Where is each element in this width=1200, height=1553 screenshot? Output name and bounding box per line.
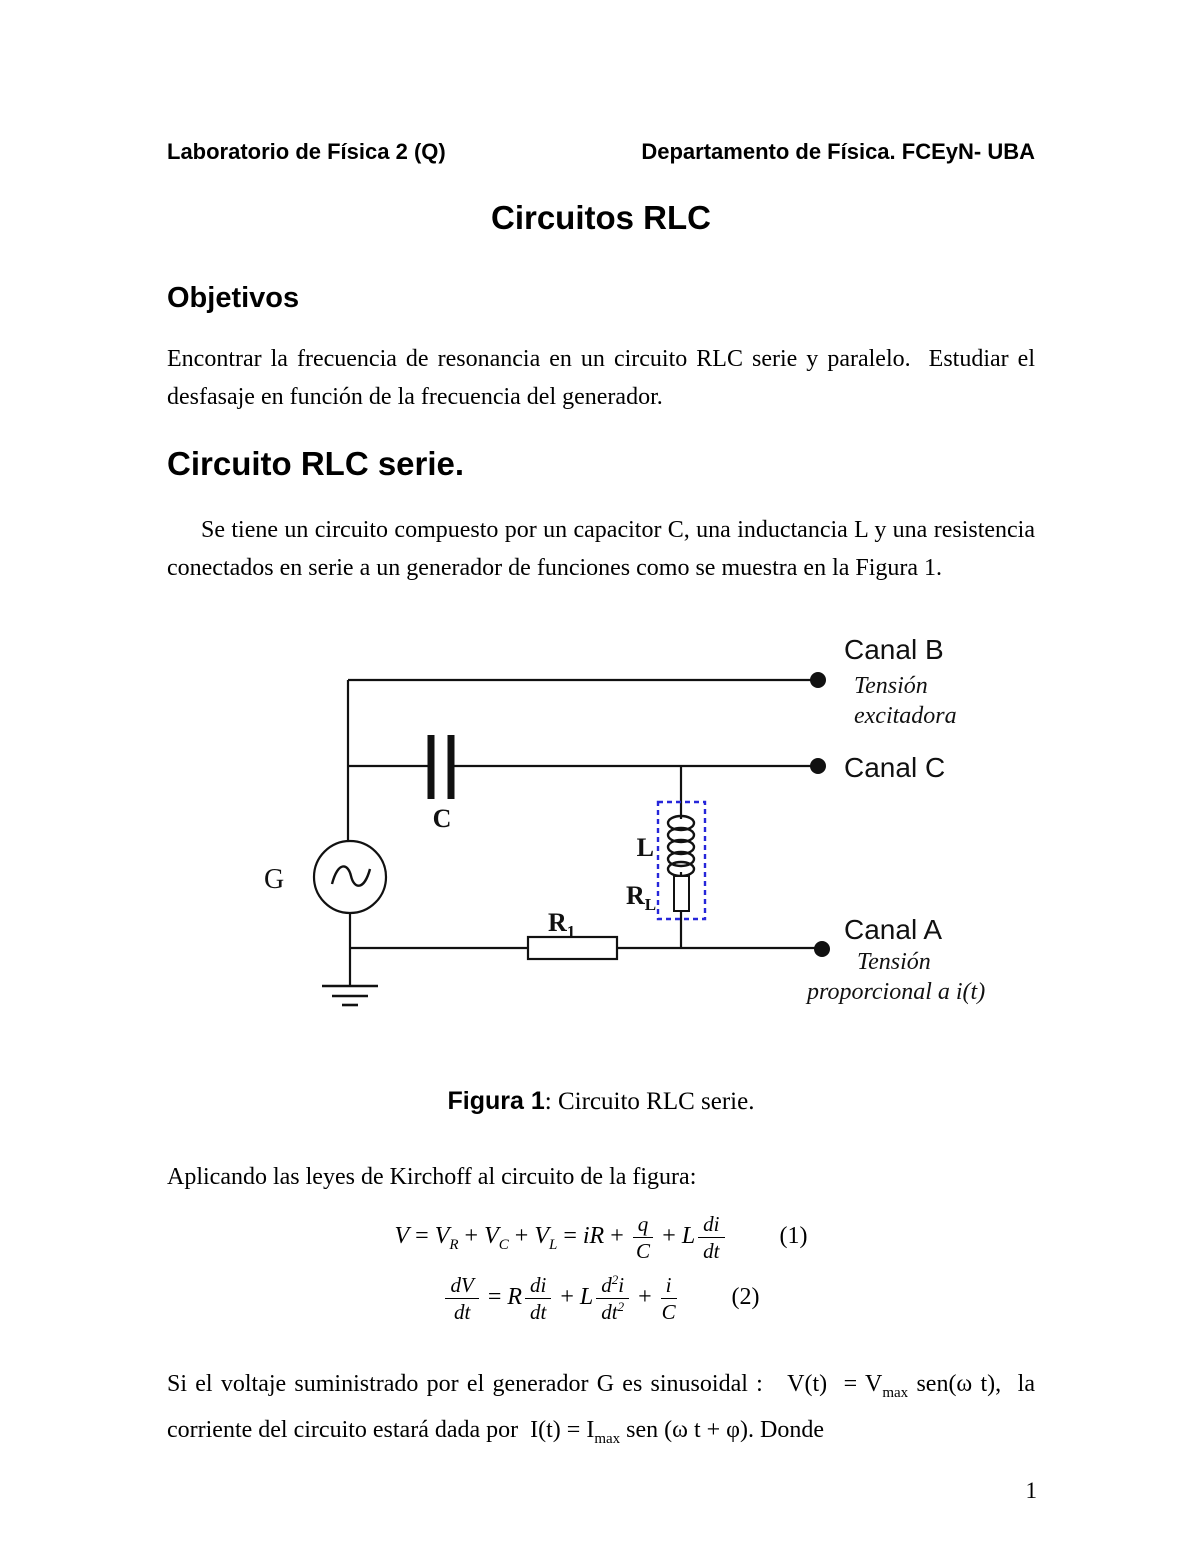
capacitor-icon (427, 735, 455, 799)
page-header: Laboratorio de Física 2 (Q) Departamento… (167, 138, 1035, 166)
figure-caption-text: : Circuito RLC serie. (544, 1088, 755, 1115)
generator-icon (312, 839, 388, 915)
section-heading-objetivos: Objetivos (167, 282, 300, 314)
closing-text-3: sen (ω t + φ). Donde (620, 1417, 824, 1444)
header-right: Departamento de Física. FCEyN- UBA (641, 139, 1035, 164)
ground-icon (322, 984, 378, 1007)
closing-text-1: Si el voltaje suministrado por el genera… (167, 1370, 883, 1397)
figure-1: Canal B Tensión excitadora Canal C Canal… (250, 623, 1000, 1033)
serie-paragraph: Se tiene un circuito compuesto por un ca… (167, 517, 1035, 581)
capacitor-label: C (433, 804, 452, 833)
figure-caption: Figura 1: Circuito RLC serie. (167, 1085, 1035, 1118)
inductor-label: L (637, 833, 654, 862)
r1-sub: 1 (567, 922, 576, 941)
resistor-r1-label: R1 (548, 908, 575, 941)
page-number: 1 (1025, 1478, 1038, 1503)
canal-a-desc-line2: proporcional a i(t) (805, 979, 985, 1005)
canal-c-label: Canal C (844, 752, 945, 783)
section-heading-circuito-rlc-serie: Circuito RLC serie. (167, 445, 465, 482)
r1-base: R (548, 908, 567, 937)
equations-intro: Aplicando las leyes de Kirchoff al circu… (167, 1164, 697, 1190)
closing-sub-2: max (594, 1431, 621, 1448)
equation-2-number: (2) (731, 1284, 760, 1311)
canal-b-label: Canal B (844, 634, 944, 665)
canal-c-node-icon (810, 758, 826, 774)
inductor-resistance-label: RL (626, 881, 656, 914)
header-left: Laboratorio de Física 2 (Q) (167, 139, 446, 164)
rl-sub: L (645, 895, 656, 914)
canal-b-node-icon (810, 672, 826, 688)
closing-text-2: sen(ω t), la corriente del circuito esta… (167, 1370, 1035, 1444)
circuit-diagram: Canal B Tensión excitadora Canal C Canal… (264, 634, 985, 1007)
figure-caption-number: Figura 1 (447, 1087, 545, 1115)
closing-paragraph: Si el voltaje suministrado por el genera… (167, 1365, 1035, 1459)
objetivos-paragraph: Encontrar la frecuencia de resonancia en… (167, 346, 1035, 410)
rl-base: R (626, 881, 645, 910)
inductor-resistance-box (673, 875, 690, 912)
closing-sub-1: max (882, 1384, 909, 1401)
canal-b-desc-line1: Tensión (854, 673, 928, 699)
equation-1-number: (1) (779, 1223, 808, 1250)
generator-label: G (264, 864, 284, 895)
canal-a-label: Canal A (844, 914, 942, 945)
canal-b-desc-line2: excitadora (854, 703, 957, 729)
document-title: Circuitos RLC (490, 199, 711, 236)
inductor-icon (666, 814, 696, 878)
canal-a-node-icon (814, 941, 830, 957)
resistor-r1-box (526, 935, 619, 961)
sine-wave-icon (330, 865, 372, 887)
canal-a-desc-line1: Tensión (857, 949, 931, 975)
